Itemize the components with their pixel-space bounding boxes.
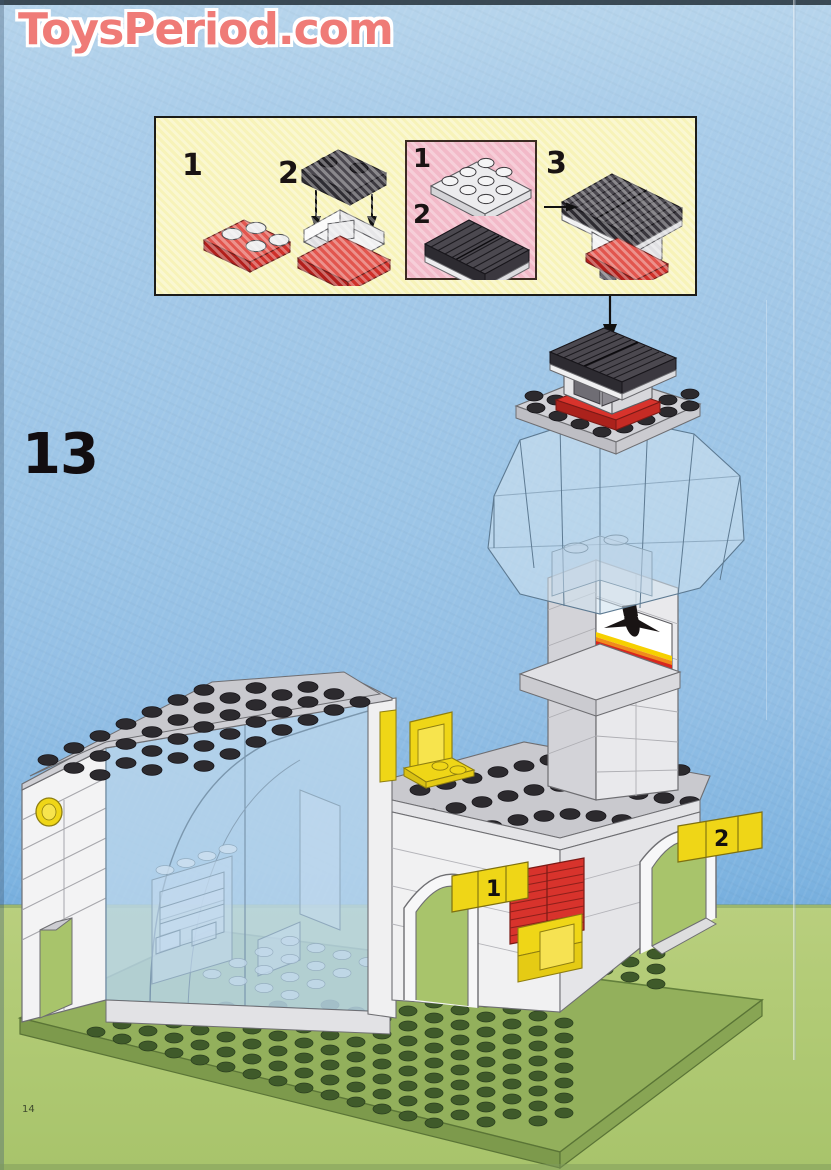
- terminal-building: 1 2: [21, 671, 763, 1035]
- control-tower: [487, 327, 745, 801]
- scan-edge-top: [0, 0, 831, 5]
- part-label-2: 2: [413, 200, 432, 230]
- substep-label-2: 2: [278, 156, 299, 191]
- substep-label-1: 1: [182, 148, 203, 183]
- substep-label-3: 3: [546, 146, 567, 181]
- gate-tag-1: 1: [451, 861, 529, 913]
- part-white-plate-2x4: [429, 157, 533, 216]
- paper-crease: [793, 0, 796, 1060]
- gate-tag-2: 2: [677, 811, 763, 863]
- parts-panel: 1 2: [405, 140, 537, 280]
- substep-3-assembly: [560, 173, 684, 280]
- paper-crease-secondary: [766, 300, 767, 720]
- substep-1-piece: [202, 219, 292, 273]
- substep-2-piece: [296, 149, 392, 286]
- part-label-1: 1: [413, 144, 432, 174]
- scan-edge-bottom: [0, 1164, 831, 1170]
- step-number: 13: [22, 422, 99, 487]
- watermark-toysperiod: ToysPeriod.com: [18, 4, 394, 55]
- gate-tag-1-label: 1: [486, 877, 501, 902]
- part-grille-bricks: [423, 219, 531, 280]
- scan-edge-left: [0, 0, 4, 1170]
- substep-callout-box: 1 2 3: [154, 116, 697, 296]
- gate-tag-2-label: 2: [714, 827, 729, 852]
- yellow-bench: [517, 913, 583, 983]
- terminal-roof-studs: [37, 681, 371, 781]
- interior-detail: [151, 789, 341, 985]
- callout-inner-arrow: [544, 202, 578, 212]
- page-number: 14: [22, 1104, 35, 1115]
- yellow-chair: [402, 711, 476, 789]
